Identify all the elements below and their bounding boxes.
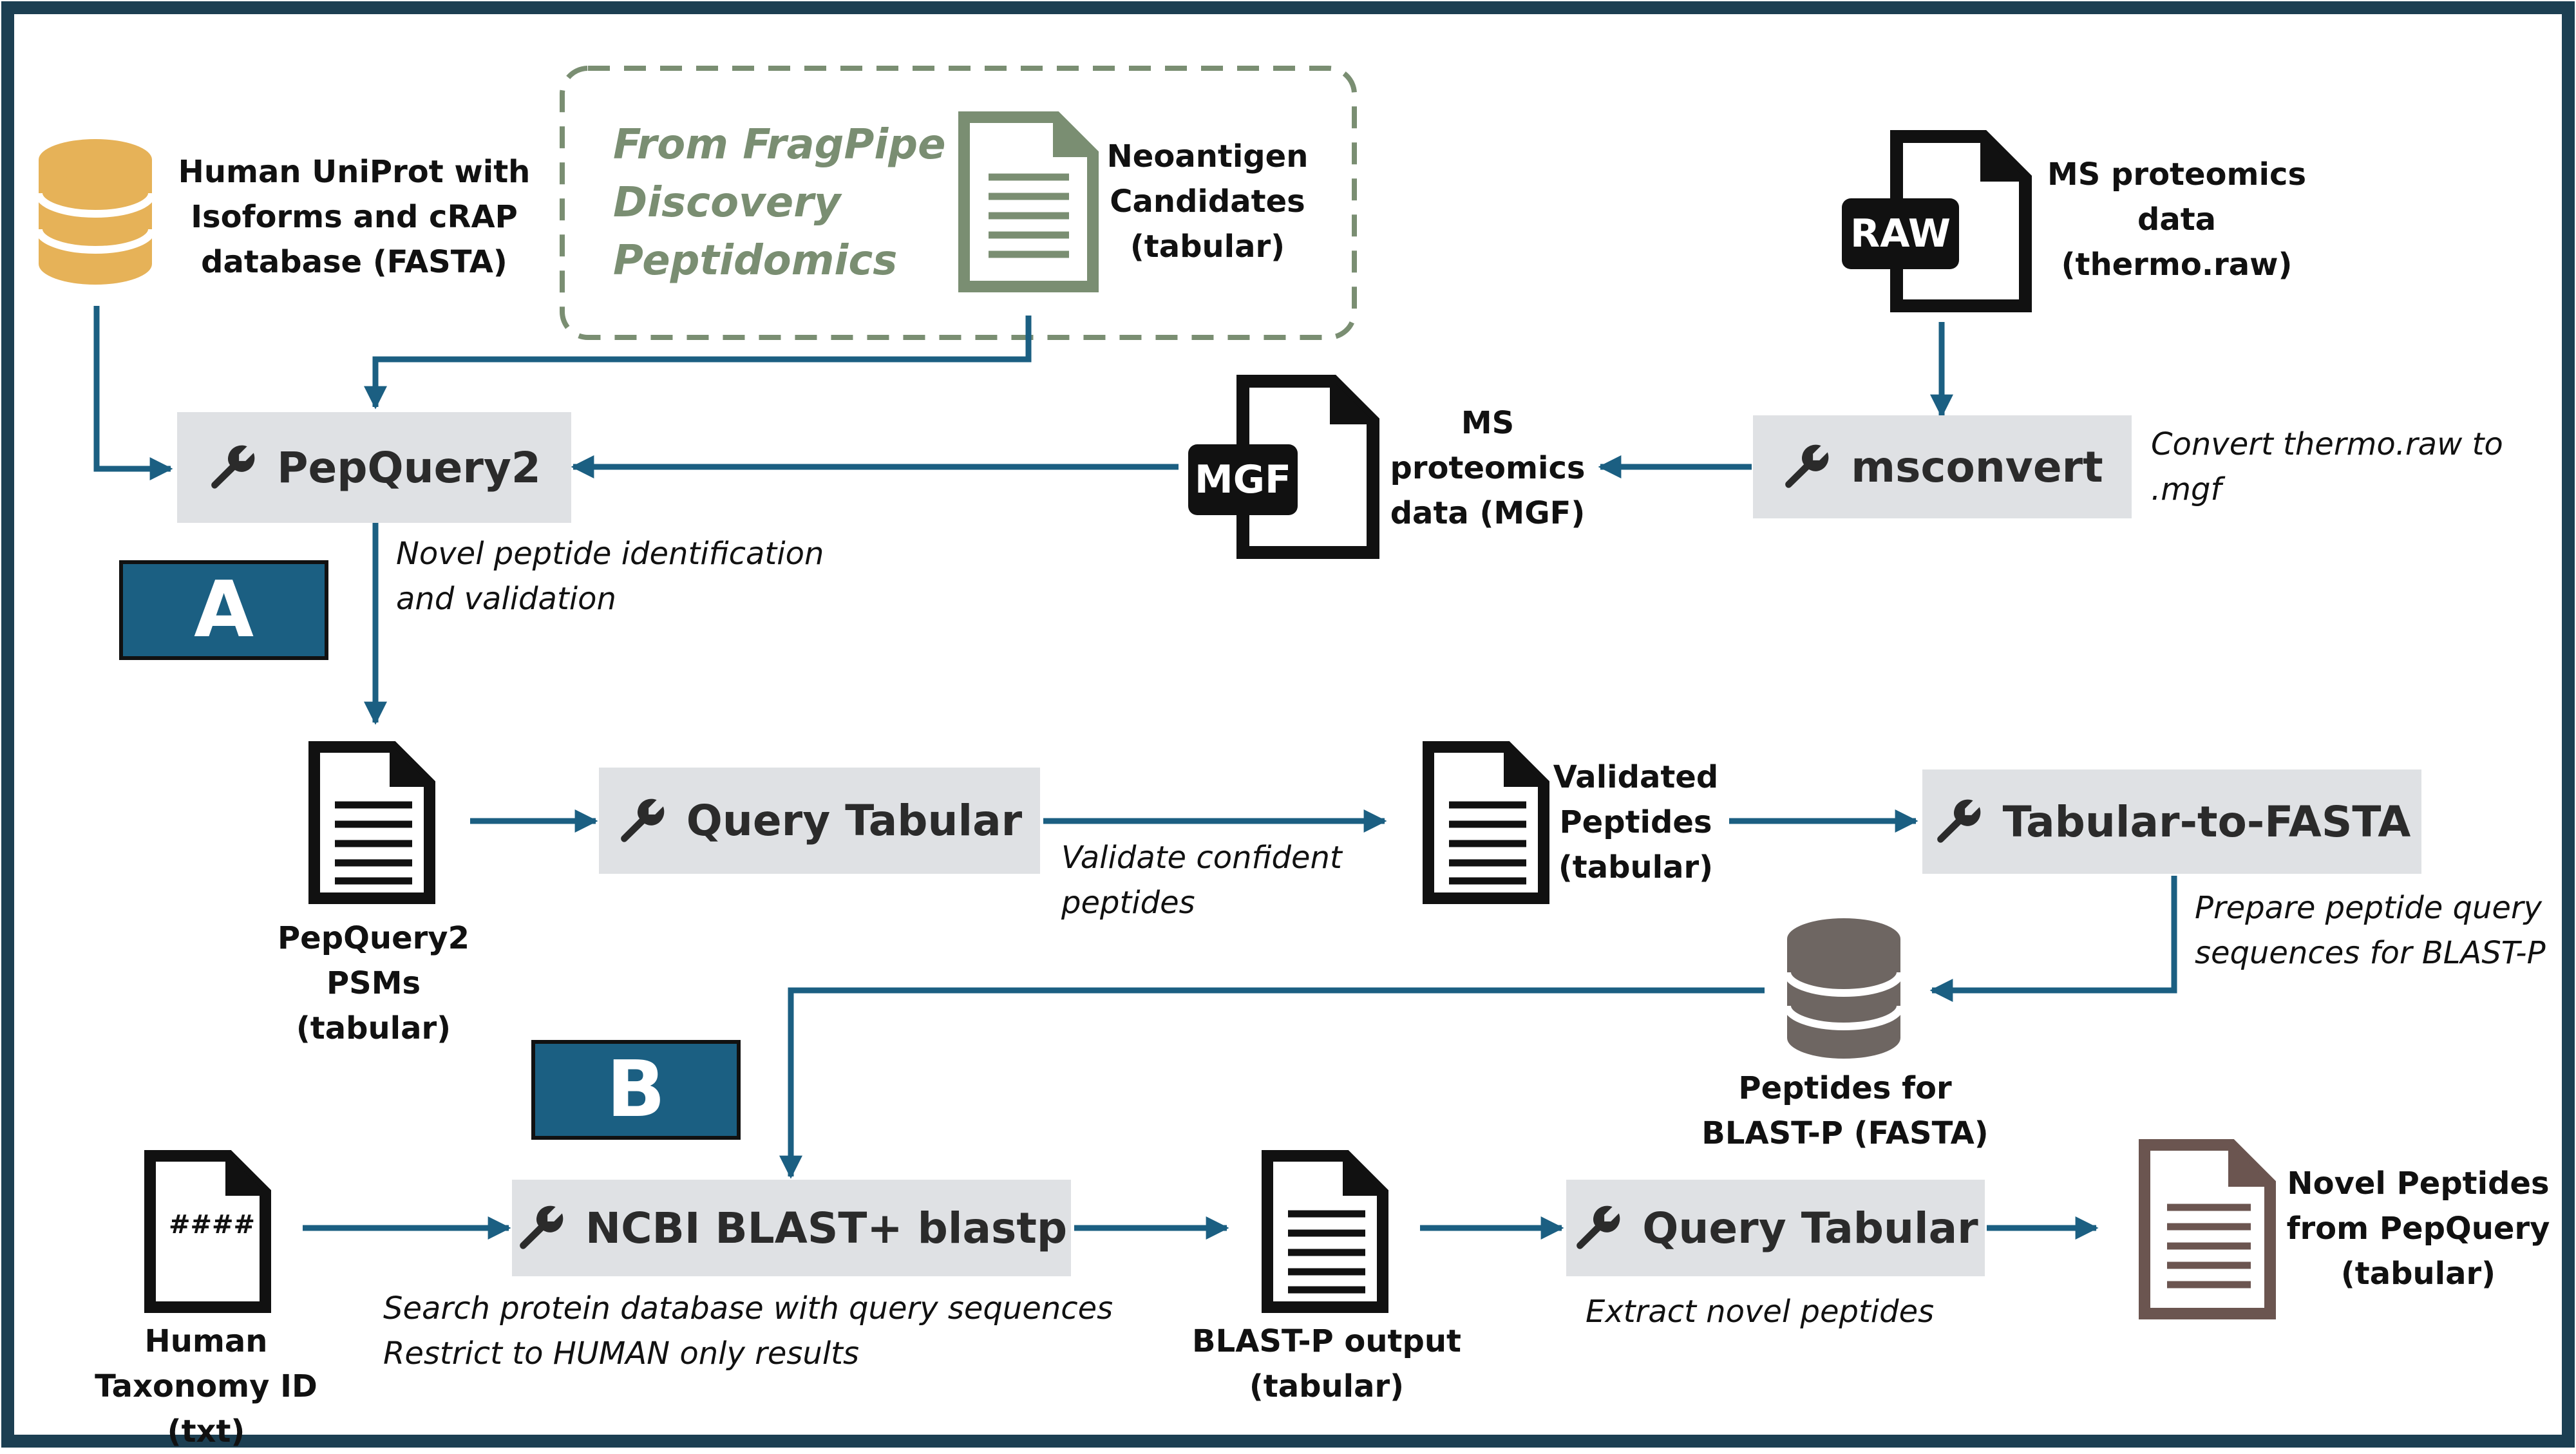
psms-document-icon [308,741,435,904]
blast-output-label: BLAST-P output (tabular) [1192,1323,1461,1404]
tool-blastp[interactable]: NCBI BLAST+ blastp [512,1180,1071,1276]
badge-a: A [119,560,328,660]
tool-blastp-label: NCBI BLAST+ blastp [585,1203,1068,1253]
arrow-tabular-to-fasta-to-peptide-db [1929,876,2177,1002]
caption-search: Search protein database with query seque… [383,1290,1113,1372]
caption-prepare: Prepare peptide query sequences for BLAS… [2195,890,2546,971]
badge-b: B [531,1040,741,1140]
mgf-data-label: MS proteomics data (MGF) [1390,405,1586,531]
novel-peptides-label: Novel Peptides from PepQuery (tabular) [2286,1166,2550,1292]
raw-tag: RAW [1842,198,1959,269]
fasta-database-icon [35,139,156,285]
wrench-icon [1937,799,1980,843]
hash-tag: #### [169,1210,256,1240]
tool-msconvert-label: msconvert [1851,442,2103,492]
tool-query-tabular-2-label: Query Tabular [1642,1203,1978,1253]
arrow-fasta-to-pepquery2 [93,306,173,480]
tool-tabular-to-fasta-label: Tabular-to-FASTA [2002,797,2411,847]
tool-pepquery2-label: PepQuery2 [277,442,541,493]
fragpipe-dashed-box [560,66,1357,340]
validated-document-icon [1423,741,1549,904]
psms-label: PepQuery2 PSMs (tabular) [278,920,469,1046]
peptides-fasta-label: Peptides for BLAST-P (FASTA) [1701,1070,1989,1151]
connectors [93,306,2177,1240]
hash-file-icon [144,1150,271,1313]
arrow-peptide-db-to-blastp [779,987,1765,1179]
validated-label: Validated Peptides (tabular) [1553,759,1719,885]
tool-query-tabular-1[interactable]: Query Tabular [599,768,1040,874]
raw-data-label: MS proteomics data (thermo.raw) [2047,156,2307,283]
tool-query-tabular-2[interactable]: Query Tabular [1566,1180,1985,1276]
caption-validate: Validate confident peptides [1061,840,1342,921]
blast-output-document-icon [1262,1150,1388,1313]
mgf-file-icon [1236,375,1379,559]
wrench-icon [520,1205,564,1249]
tool-pepquery2[interactable]: PepQuery2 [177,412,571,523]
wrench-icon [1577,1205,1620,1249]
caption-pepquery2: Novel peptide identification and validat… [396,536,824,617]
tool-msconvert[interactable]: msconvert [1753,415,2132,518]
tool-tabular-to-fasta[interactable]: Tabular-to-FASTA [1922,769,2421,874]
wrench-icon [211,445,255,489]
neoantigen-label: Neoantigen Candidates (tabular) [1106,138,1309,265]
wrench-icon [1785,444,1829,488]
fasta-db-label: Human UniProt with Isoforms and cRAP dat… [178,154,531,280]
novel-peptides-document-icon [2139,1139,2276,1319]
wrench-icon [620,798,665,842]
peptide-database-icon [1783,918,1904,1059]
tool-query-tabular-1-label: Query Tabular [686,796,1023,845]
mgf-tag: MGF [1188,444,1298,515]
fragpipe-title: From FragPipe Discovery Peptidomics [613,121,946,285]
caption-msconvert: Convert thermo.raw to .mgf [2151,426,2503,507]
arrow-neoantigen-to-pepquery2 [364,316,1032,410]
caption-extract: Extract novel peptides [1586,1294,1935,1330]
neoantigen-document-icon [958,111,1099,292]
taxonomy-label: Human Taxonomy ID (txt) [95,1323,317,1449]
